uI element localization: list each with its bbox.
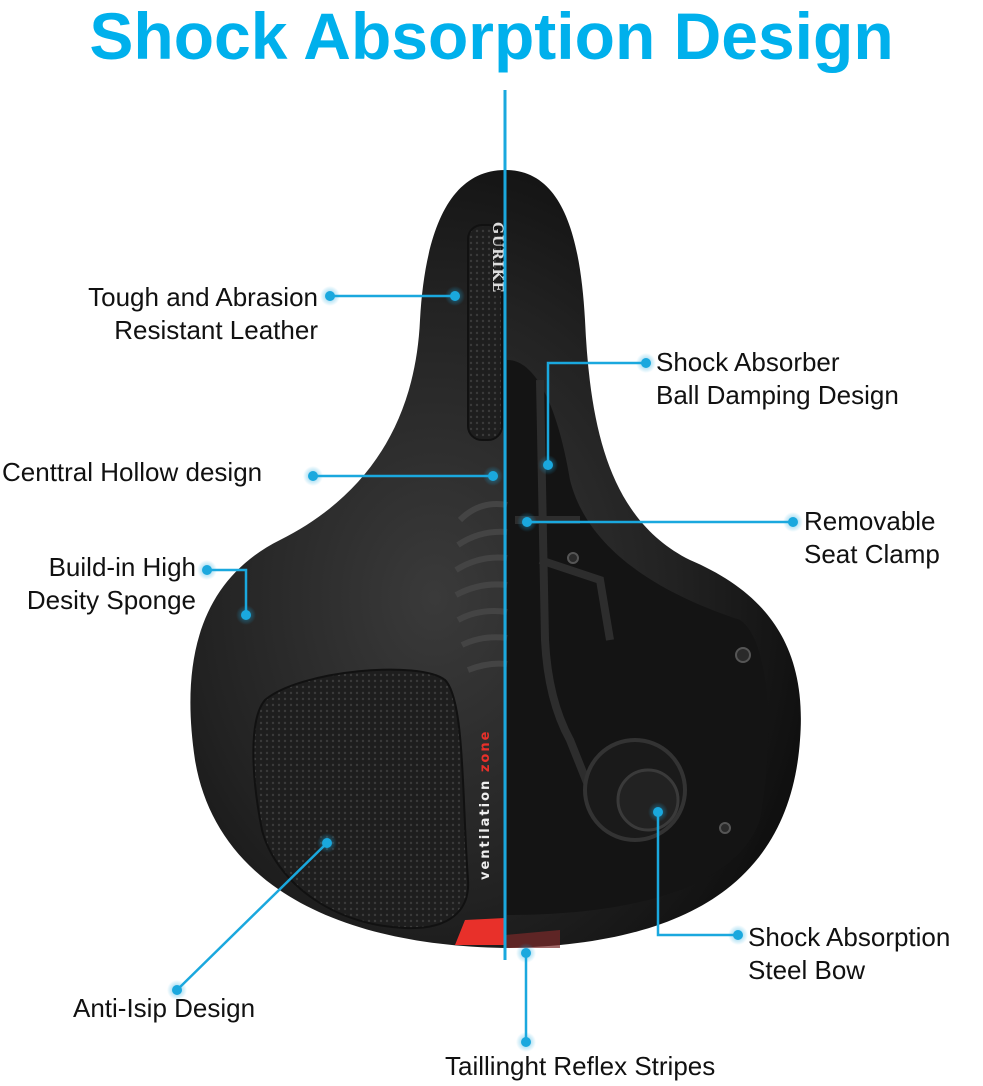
callout-dot-sponge-target [236,605,256,625]
callout-ball-damping-line1: Shock Absorber [656,347,840,377]
callout-dot-antislip-target [317,833,337,853]
callout-taillight: Taillinght Reflex Stripes [445,1050,715,1083]
ventilation-zone-text: ventilation zone [478,729,493,880]
callout-dot-taillight-target [516,943,536,963]
callout-steel-bow-line1: Shock Absorption [748,922,951,952]
callout-leather-line2: Resistant Leather [114,315,318,345]
taillight-stripe [455,918,505,945]
callout-dot-ball-target [538,455,558,475]
callout-dot-bow-label [728,925,748,945]
callout-hollow-line1: Centtral Hollow design [2,457,263,487]
brand-text: GURIKE [489,222,505,294]
callout-dot-leather-label [320,286,340,306]
callout-leather: Tough and Abrasion Resistant Leather [40,281,318,347]
callout-anti-slip-line1: Anti-Isip Design [73,993,256,1023]
page-title: Shock Absorption Design [89,0,894,73]
callout-ball-damping-line2: Ball Damping Design [656,380,899,410]
callout-steel-bow-line2: Steel Bow [748,955,866,985]
callout-sponge-line2: Desity Sponge [26,585,196,615]
callout-dot-bow-target [648,802,668,822]
callout-dot-clamp-label [783,512,803,532]
callout-dot-taillight-label [516,1032,536,1052]
callout-taillight-line1: Taillinght Reflex Stripes [445,1051,716,1081]
callout-dot-ball-label [636,353,656,373]
callout-sponge: Build-in High Desity Sponge [0,551,196,617]
callout-dot-antislip-label [167,980,187,1000]
callout-dot-sponge-label [197,560,217,580]
callout-sponge-line1: Build-in High [48,552,196,582]
callout-seat-clamp-line2: Seat Clamp [804,539,940,569]
callout-leather-line1: Tough and Abrasion [88,282,318,312]
callout-dot-leather-target [445,286,465,306]
callout-hollow: Centtral Hollow design [2,456,262,489]
callout-steel-bow: Shock Absorption Steel Bow [748,921,950,987]
callout-dot-clamp-target [517,512,537,532]
callout-dot-hollow-target [483,466,503,486]
callout-anti-slip: Anti-Isip Design [73,992,255,1025]
callout-dot-hollow-label [303,466,323,486]
callout-ball-damping: Shock Absorber Ball Damping Design [656,346,899,412]
callout-seat-clamp: Removable Seat Clamp [804,505,940,571]
callout-seat-clamp-line1: Removable [804,506,936,536]
